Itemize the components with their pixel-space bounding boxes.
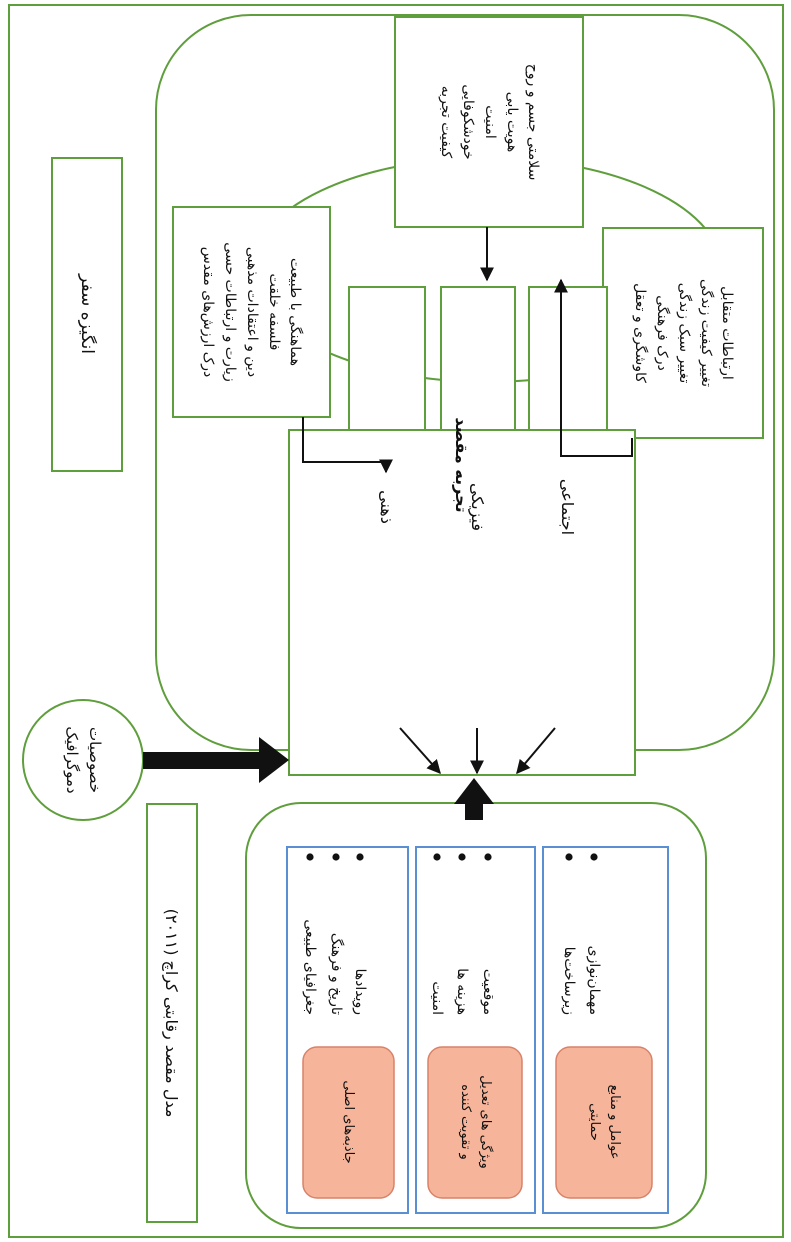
core-item-2: تاریخ و فرهنگ	[328, 932, 344, 1015]
need-label-social: اجتماعی	[558, 478, 578, 536]
outer-frame	[8, 4, 784, 1238]
arrow-demographics	[143, 737, 289, 783]
central-box	[288, 429, 636, 776]
qualifying-label: ویژگی های تعدیل و تقویت کننده	[458, 1075, 494, 1169]
motive-box-social	[602, 227, 764, 439]
arrow-destination	[454, 778, 494, 820]
motive-text-social: ارتباطات متقابل تغییر کیفیت زندگی تغییر …	[632, 279, 736, 388]
model-title: مدل مقصد رقابتی کراچ (۲۰۱۱)	[162, 908, 182, 1118]
core-item-3: رویدادها	[352, 968, 368, 1015]
bullet-dots	[306, 853, 598, 861]
motive-box-physical	[394, 16, 584, 228]
motive-text-physical: سلامتی جسم و روح هویت یابی امنیت خودشکوف…	[438, 63, 542, 181]
qualifying-label-box	[427, 1046, 523, 1199]
motive-text-mental: هماهنگی با طبیعت فلسفه خلقت دین و اعتقاد…	[200, 242, 304, 382]
supporting-item-2: مهمان‌نوازی	[586, 945, 602, 1015]
core-label-box	[302, 1046, 395, 1199]
arrow-mental-need	[399, 727, 441, 775]
supporting-label-box	[555, 1046, 653, 1199]
qualifying-item-3: موقعیت	[480, 968, 496, 1015]
motivation-title: انگیزه سفر	[77, 274, 97, 354]
arrow-social-need	[516, 727, 556, 775]
core-item-1: جغرافیای طبیعی	[302, 919, 318, 1015]
core-label: جاذبه‌های اصلی	[341, 1080, 357, 1164]
arrow-social-motive	[554, 278, 633, 457]
qualifying-item-2: هزینه ها	[454, 968, 470, 1015]
arrow-mental-motive	[302, 417, 393, 474]
motive-box-mental	[172, 206, 331, 418]
model-title-box	[146, 803, 198, 1223]
need-label-mental: ذهنی	[377, 490, 397, 524]
supporting-label: عوامل و منابع حمایتی	[587, 1084, 623, 1160]
central-label: تجربه مقصد	[452, 417, 472, 513]
qualifying-item-1: امنیت	[429, 981, 445, 1015]
supporting-item-1: زیرساخت‌ها	[561, 946, 577, 1015]
motivation-title-box	[51, 157, 123, 472]
demographics-label: خصوصیات دموگرافیک	[63, 726, 105, 794]
